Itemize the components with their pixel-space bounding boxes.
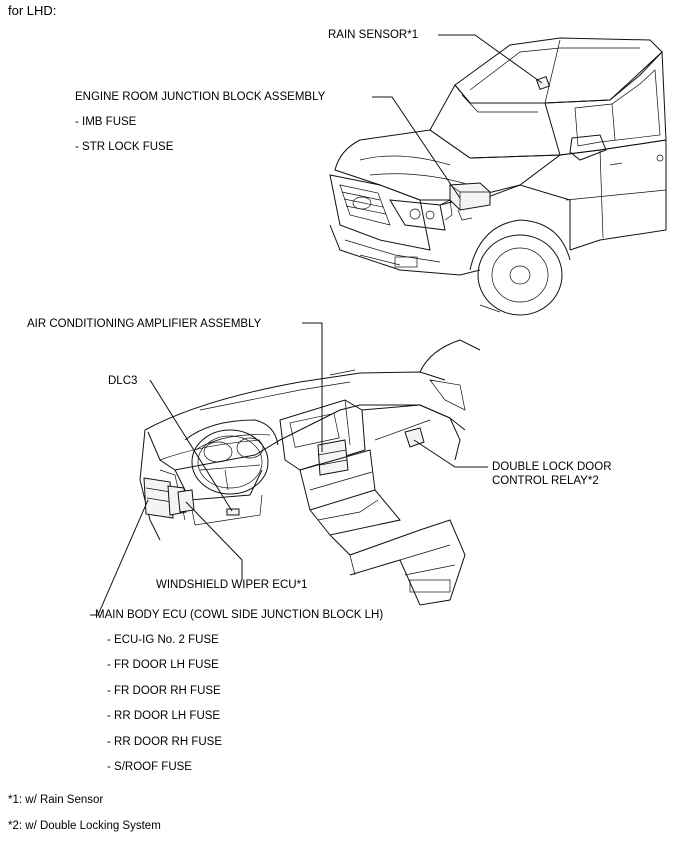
label-fr-door-rh-fuse: - FR DOOR RH FUSE	[107, 685, 221, 697]
windshield-wiper-ecu-component	[177, 489, 195, 513]
label-rr-door-rh-fuse: - RR DOOR RH FUSE	[107, 736, 222, 748]
label-rr-door-lh-fuse: - RR DOOR LH FUSE	[107, 710, 221, 722]
label-dlc3: DLC3	[108, 375, 138, 387]
label-air-conditioning-amplifier: AIR CONDITIONING AMPLIFIER ASSEMBLY	[27, 318, 262, 330]
label-imb-fuse: - IMB FUSE	[75, 116, 137, 128]
air-conditioning-amplifier-component	[317, 439, 349, 476]
footnote-rain-sensor: *1: w/ Rain Sensor	[8, 794, 104, 806]
label-windshield-wiper-ecu: WINDSHIELD WIPER ECU*1	[156, 579, 308, 591]
label-s-roof-fuse: - S/ROOF FUSE	[107, 761, 192, 773]
label-double-lock-relay-line1: DOUBLE LOCK DOOR	[492, 461, 612, 473]
vehicle-exterior-illustration	[329, 37, 667, 316]
footnote-double-locking: *2: w/ Double Locking System	[8, 820, 161, 832]
double-lock-door-relay-component	[404, 427, 425, 448]
instrument-panel-illustration	[139, 339, 481, 606]
leader-engine-room-junction-block	[372, 96, 461, 199]
label-engine-room-junction-block: ENGINE ROOM JUNCTION BLOCK ASSEMBLY	[75, 91, 326, 103]
leader-main-body-ecu	[90, 499, 149, 616]
leader-double-lock-relay	[413, 439, 488, 468]
label-rain-sensor: RAIN SENSOR*1	[328, 29, 419, 41]
leader-dlc3	[149, 379, 233, 512]
leader-air-conditioning-amplifier	[302, 322, 323, 452]
label-fr-door-lh-fuse: - FR DOOR LH FUSE	[107, 659, 219, 671]
leader-windshield-wiper-ecu	[185, 501, 243, 580]
label-double-lock-relay-line2: CONTROL RELAY*2	[492, 475, 599, 487]
leader-rain-sensor	[438, 34, 543, 84]
dlc3-component	[226, 508, 240, 516]
label-ecu-ig-no2-fuse: - ECU-IG No. 2 FUSE	[107, 634, 219, 646]
variant-heading: for LHD:	[8, 3, 57, 18]
label-main-body-ecu: MAIN BODY ECU (COWL SIDE JUNCTION BLOCK …	[95, 609, 384, 621]
label-str-lock-fuse: - STR LOCK FUSE	[75, 141, 174, 153]
engine-room-junction-block-component	[439, 182, 491, 221]
